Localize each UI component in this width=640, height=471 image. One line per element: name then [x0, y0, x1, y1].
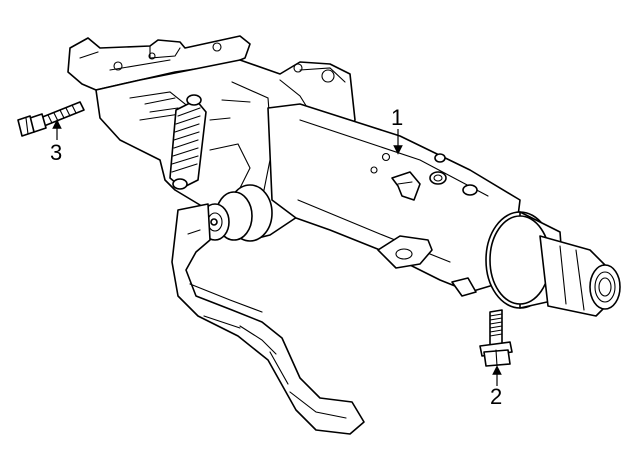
bolt-part-2	[479, 309, 513, 367]
lower-mounting-tab	[377, 235, 433, 269]
callout-3: 3	[50, 140, 63, 165]
bolt-part-3	[17, 101, 85, 137]
steering-column-assembly	[67, 35, 621, 435]
callout-1: 1	[391, 105, 404, 130]
tilt-spring	[169, 94, 207, 190]
upper-mounting-bracket	[67, 35, 251, 91]
steering-shaft	[539, 235, 621, 317]
callout-2: 2	[490, 384, 503, 409]
tilt-release-lever	[171, 203, 365, 435]
